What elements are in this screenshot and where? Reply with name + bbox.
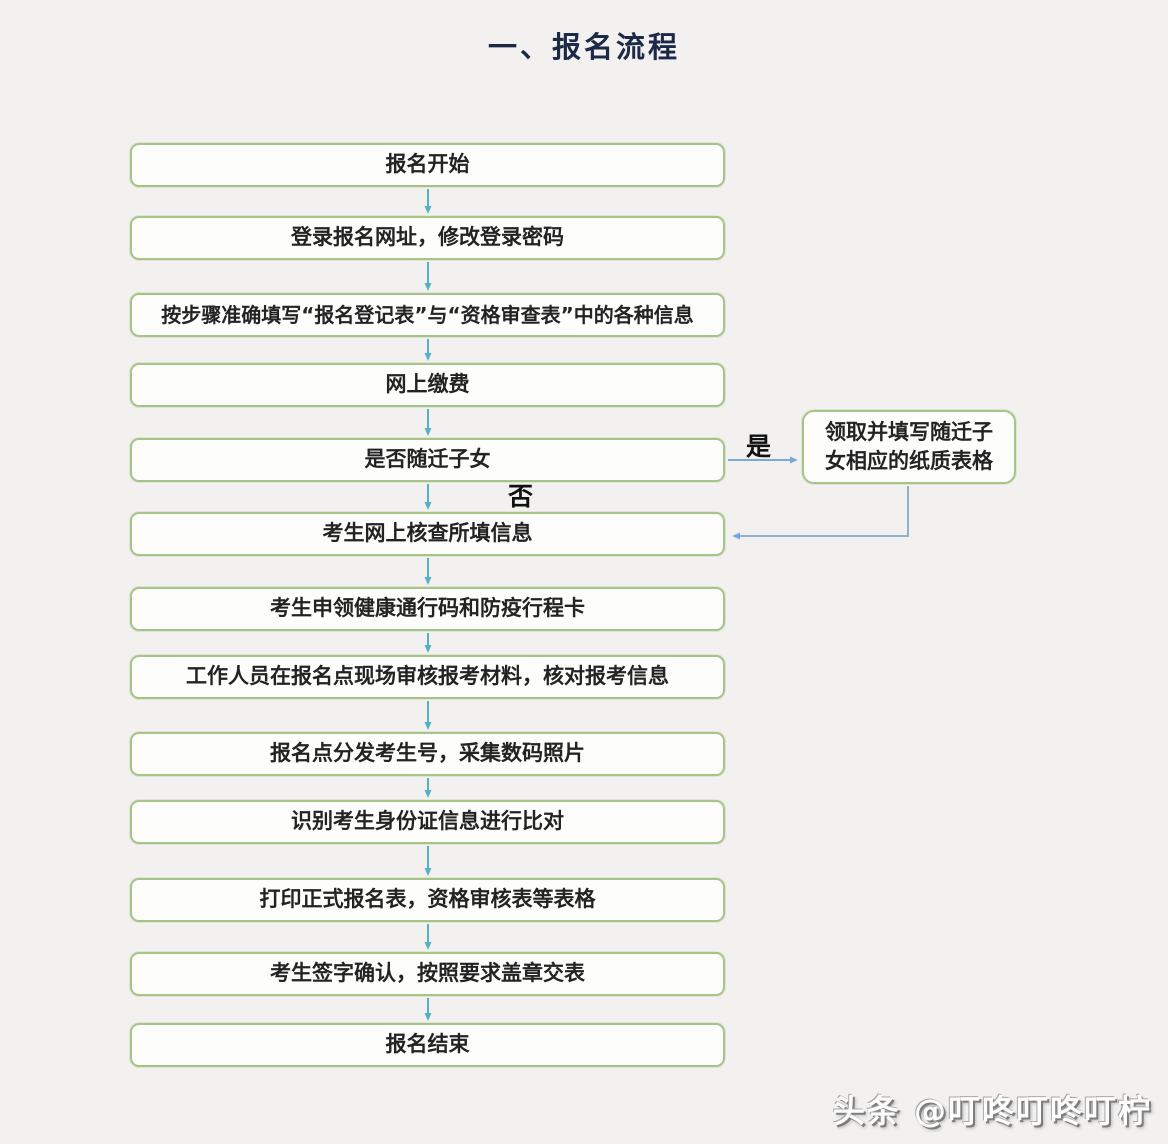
flow-node-side-paper-forms: 领取并填写随迁子女相应的纸质表格 [802,410,1016,484]
flow-node-migrant-check: 是否随迁子女 [130,438,725,482]
flow-node-start: 报名开始 [130,143,725,187]
arrow-side-return [732,486,909,540]
page-title: 一、报名流程 [487,30,680,64]
flow-node-print-forms: 打印正式报名表，资格审核表等表格 [130,878,725,922]
flow-node-health-code: 考生申领健康通行码和防疫行程卡 [130,587,725,631]
branch-label-no: 否 [508,482,534,511]
flow-node-assign-id: 报名点分发考生号，采集数码照片 [130,732,725,776]
flow-node-fill-forms: 按步骤准确填写“报名登记表”与“资格审查表”中的各种信息 [130,293,725,337]
flow-node-pay-online: 网上缴费 [130,363,725,407]
flow-node-login: 登录报名网址，修改登录密码 [130,216,725,260]
flow-node-verify-info: 考生网上核查所填信息 [130,512,725,556]
watermark-text: 头条 @叮咚叮咚叮柠 [832,1092,1152,1130]
branch-label-yes: 是 [746,432,772,461]
flow-node-sign-confirm: 考生签字确认，按照要求盖章交表 [130,952,725,996]
flow-node-onsite-review: 工作人员在报名点现场审核报考材料，核对报考信息 [130,655,725,699]
flow-node-end: 报名结束 [130,1023,725,1067]
flow-node-id-match: 识别考生身份证信息进行比对 [130,800,725,844]
